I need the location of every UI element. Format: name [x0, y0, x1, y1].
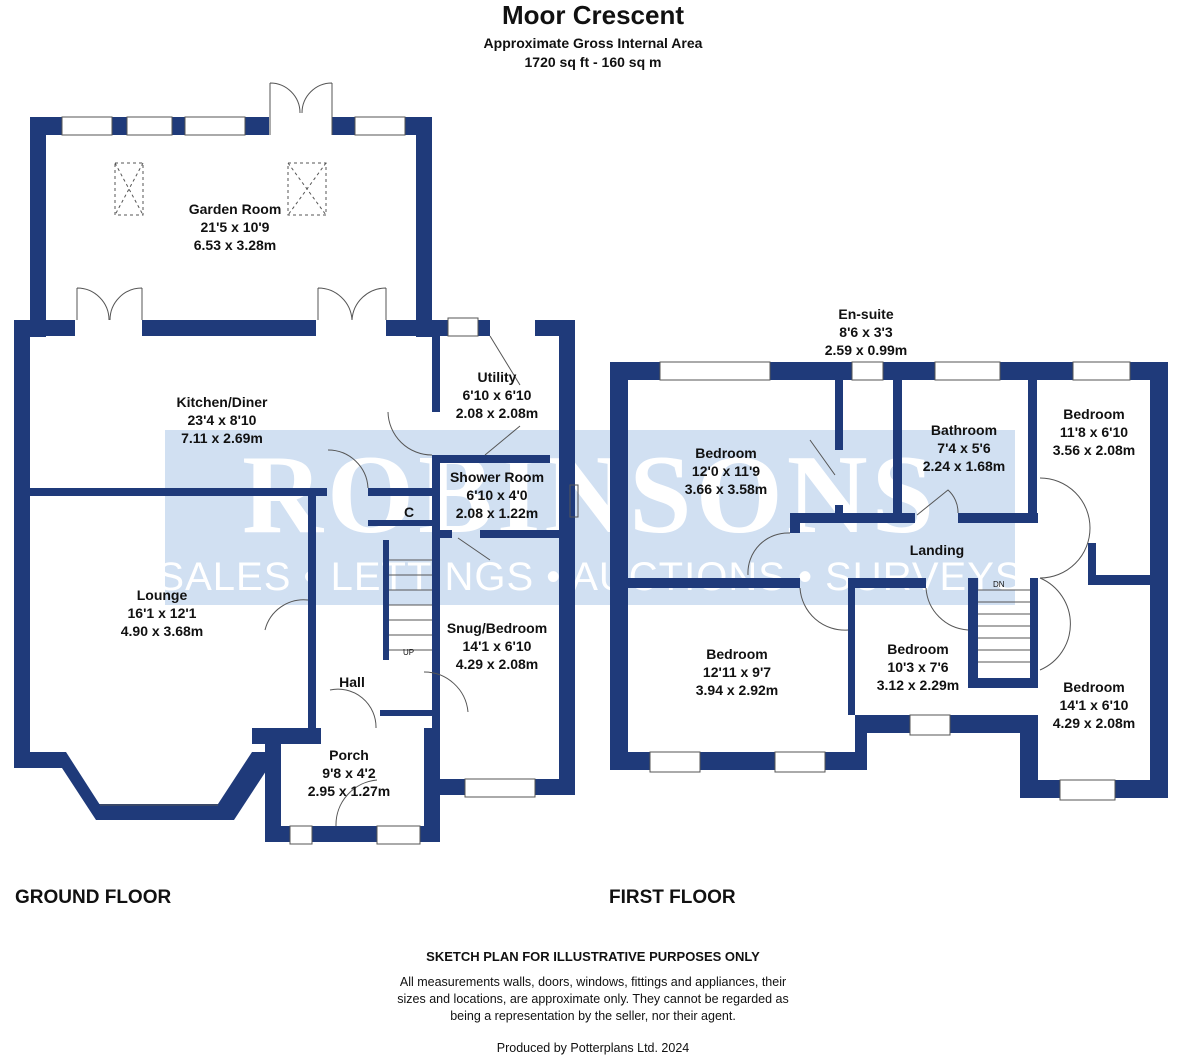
ground-floor-label: GROUND FLOOR [15, 887, 172, 908]
producer-credit: Produced by Potterplans Ltd. 2024 [496, 1041, 690, 1055]
plan-subtitle: Approximate Gross Internal Area [483, 35, 703, 51]
ground-floor-walls [14, 117, 575, 842]
first-floor-walls [610, 362, 1168, 798]
watermark-tagline: SALES • LETTINGS • AUCTIONS • SURVEYS [157, 555, 1023, 599]
stairs-up-label: UP [403, 648, 415, 657]
first-floor-label: FIRST FLOOR [609, 887, 736, 908]
disclaimer-line-2: sizes and locations, are approximate onl… [397, 992, 789, 1006]
disclaimer-line-1: All measurements walls, doors, windows, … [399, 975, 787, 989]
watermark-brand: ROBINSONS [242, 433, 938, 557]
plan-area: 1720 sq ft - 160 sq m [524, 54, 662, 70]
disclaimer-title: SKETCH PLAN FOR ILLUSTRATIVE PURPOSES ON… [426, 949, 760, 964]
room-label-landing: Landing [909, 542, 965, 558]
cupboard-label: C [403, 504, 415, 520]
room-label-hall: Hall [339, 674, 365, 690]
plan-title: Moor Crescent [501, 0, 685, 30]
stairs-down-label: DN [993, 580, 1005, 589]
first-floor-windows [649, 361, 1131, 801]
disclaimer-line-3: being a representation by the seller, no… [450, 1009, 736, 1023]
ground-floor-windows [61, 82, 579, 845]
